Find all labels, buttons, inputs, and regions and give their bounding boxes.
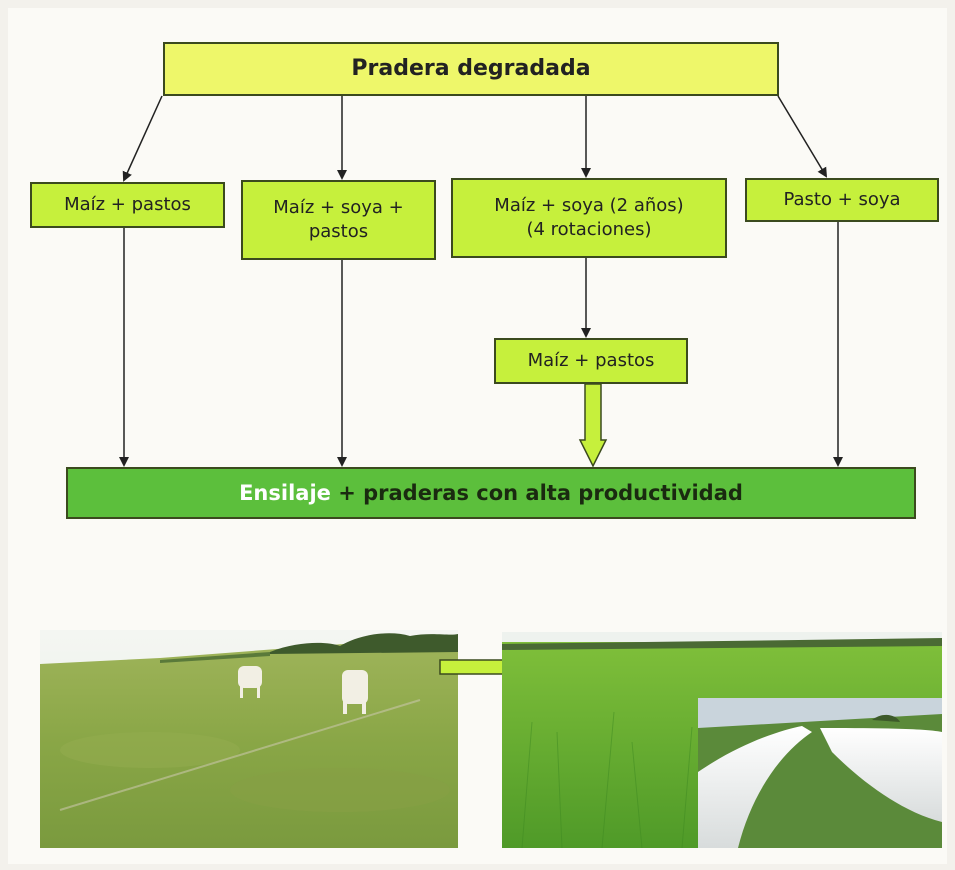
result-rest: + praderas con alta productividad: [330, 480, 743, 505]
arrow-root-to-option-4: [777, 95, 828, 178]
result-box: Ensilaje + praderas con alta productivid…: [66, 467, 916, 519]
option-box-4: Pasto + soya: [745, 178, 939, 222]
intermediate-box: Maíz + pastos: [494, 338, 688, 384]
option-2-line-1: Maíz + soya +: [273, 196, 404, 218]
photo-productive-pasture: [502, 632, 942, 848]
block-arrow-intermediate-to-result: [578, 383, 608, 468]
option-box-2: Maíz + soya + pastos: [241, 180, 436, 260]
option-box-1: Maíz + pastos: [30, 182, 225, 228]
root-box: Pradera degradada: [163, 42, 779, 96]
option-1-line-1: Maíz + pastos: [64, 193, 191, 215]
option-box-3: Maíz + soya (2 años) (4 rotaciones): [451, 178, 727, 258]
option-2-line-2: pastos: [308, 221, 369, 242]
option-3-line-1: Maíz + soya (2 años): [494, 194, 684, 216]
option-4-line-1: Pasto + soya: [783, 188, 901, 210]
root-label: Pradera degradada: [351, 56, 591, 82]
photo-degraded-pasture: [40, 630, 458, 848]
result-highlight: Ensilaje: [239, 480, 331, 505]
intermediate-label: Maíz + pastos: [527, 349, 655, 371]
arrow-root-to-option-1: [122, 95, 163, 182]
option-3-line-2: (4 rotaciones): [526, 219, 652, 240]
